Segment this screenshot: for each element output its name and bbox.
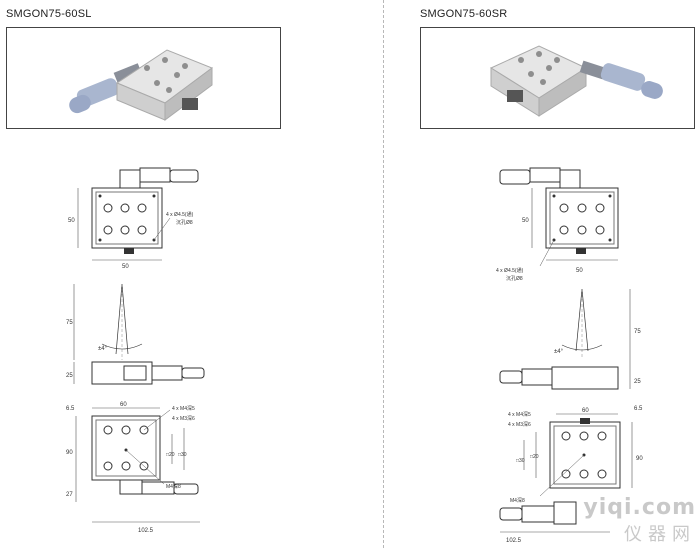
dim-label: 90 — [66, 450, 73, 456]
dim-label: 102.5 — [506, 538, 522, 544]
dim-label: □30 — [516, 458, 525, 464]
stage-render-right — [489, 45, 663, 117]
angle-label: ±4° — [98, 346, 108, 352]
bottom-view-right: 60 6.5 4 x M4深5 4 x M3深6 □30 □20 M4深8 90… — [499, 406, 643, 544]
dim-label: 75 — [66, 320, 73, 326]
side-view-left: ±4° 75 25 — [66, 283, 205, 385]
right-column: SMGON75-60SR 50 — [350, 0, 700, 548]
thread-note: 4 x M3深6 — [172, 415, 195, 422]
thread-note: 4 x M3深6 — [508, 421, 531, 428]
dim-label: 75 — [634, 329, 641, 335]
dim-label: 90 — [636, 456, 643, 462]
dim-label: 25 — [634, 379, 641, 385]
dim-label: 50 — [522, 218, 529, 224]
dim-label: 25 — [66, 373, 73, 379]
stage-render-left — [69, 49, 214, 121]
dim-label: 50 — [68, 218, 75, 224]
watermark-line-1: yiqi.com — [583, 495, 696, 520]
model-title-right: SMGON75-60SR — [420, 8, 508, 20]
side-view-right: ±4° 75 25 — [499, 288, 641, 390]
column-divider — [383, 0, 384, 548]
hole-note: 4 x Ø4.5(通) — [496, 267, 524, 274]
dim-label: 50 — [576, 268, 583, 274]
top-view-left: 50 50 4 x Ø4.5(通) 沉孔Ø8 — [68, 167, 199, 270]
dim-label: 102.5 — [138, 528, 154, 534]
hole-note: 沉孔Ø8 — [506, 275, 523, 282]
dim-label: 27 — [66, 492, 73, 498]
watermark: yiqi.com 仪器网 — [583, 495, 696, 546]
thread-note: 4 x M4深5 — [172, 405, 195, 412]
thread-note: M4深8 — [510, 497, 525, 504]
hole-note: 4 x Ø4.5(通) — [166, 211, 194, 218]
dim-label: □20 — [530, 454, 539, 460]
thread-note: M4深8 — [166, 483, 181, 490]
dim-label: □20 — [166, 452, 175, 458]
model-title-left: SMGON75-60SL — [6, 8, 92, 20]
bottom-view-left: 60 6.5 4 x M4深5 4 x M3深6 □20 □30 M4深8 90… — [66, 402, 200, 534]
dim-label: 60 — [582, 408, 589, 414]
dim-label: □30 — [178, 452, 187, 458]
dim-label: 60 — [120, 402, 127, 408]
hole-note: 沉孔Ø8 — [176, 219, 193, 226]
left-column: SMGON75-60SL — [6, 8, 281, 534]
watermark-line-2: 仪器网 — [624, 524, 696, 545]
product-render-right — [420, 27, 695, 129]
top-view-right: 50 50 4 x Ø4.5(通) 沉孔Ø8 — [496, 167, 619, 282]
dim-label: 6.5 — [634, 406, 643, 412]
dim-label: 6.5 — [66, 406, 75, 412]
thread-note: 4 x M4深5 — [508, 411, 531, 418]
angle-label: ±4° — [554, 349, 564, 355]
product-render-left — [6, 27, 281, 129]
dim-label: 50 — [122, 264, 129, 270]
